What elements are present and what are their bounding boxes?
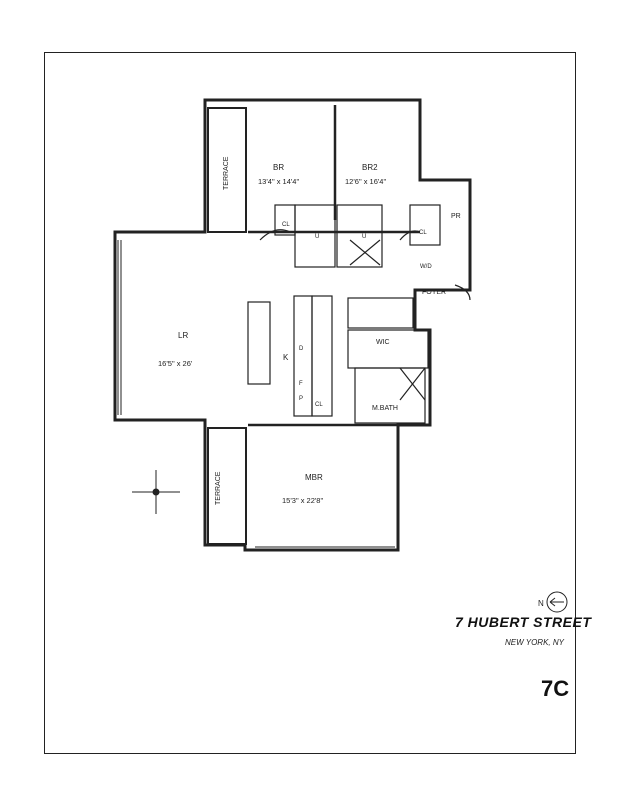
fixture-f: F bbox=[299, 381, 303, 387]
room-k: K bbox=[283, 353, 289, 362]
room-mbr-name: MBR bbox=[305, 473, 323, 482]
fixture-cl-3: CL bbox=[315, 402, 323, 408]
room-terrace-bottom: TERRACE bbox=[215, 471, 222, 505]
room-br-dims: 13'4" x 14'4" bbox=[258, 177, 299, 186]
room-terrace-top: TERRACE bbox=[223, 156, 230, 190]
fixture-cl-2: CL bbox=[419, 230, 427, 236]
room-lr-dims: 16'5" x 26' bbox=[158, 359, 193, 368]
room-br2-dims: 12'6" x 16'4" bbox=[345, 177, 386, 186]
north-label: N bbox=[538, 599, 544, 608]
room-wic: WIC bbox=[376, 339, 390, 346]
north-arrow-icon: N bbox=[538, 591, 568, 613]
fixture-cl-1: CL bbox=[282, 222, 290, 228]
room-br2-name: BR2 bbox=[362, 163, 378, 172]
room-mbath: M.BATH bbox=[372, 405, 398, 412]
room-foyer: FOYER bbox=[422, 289, 446, 296]
fixture-wd: W/D bbox=[420, 264, 432, 270]
room-lr-name: LR bbox=[178, 331, 188, 340]
fixture-p: P bbox=[299, 396, 303, 402]
building-city: NEW YORK, NY bbox=[505, 638, 564, 647]
room-br-name: BR bbox=[273, 163, 284, 172]
page-border bbox=[44, 52, 576, 754]
room-pr: PR bbox=[451, 213, 461, 220]
fixture-d: D bbox=[299, 346, 304, 352]
fixture-u-2: U bbox=[362, 234, 366, 240]
room-mbr-dims: 15'3" x 22'8" bbox=[282, 496, 323, 505]
fixture-u-1: U bbox=[315, 234, 319, 240]
compass-rose-icon bbox=[132, 470, 180, 514]
unit-number: 7C bbox=[541, 676, 570, 701]
building-address: 7 HUBERT STREET bbox=[455, 614, 592, 630]
